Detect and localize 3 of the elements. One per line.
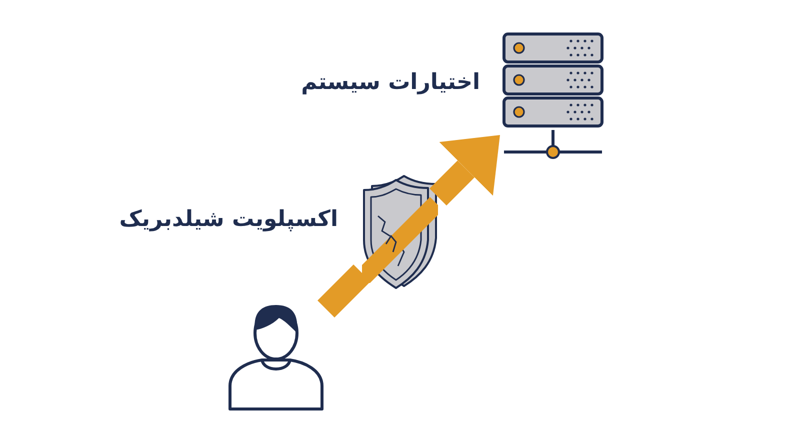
arrow	[430, 135, 500, 206]
label: اختیارات سیستم	[301, 70, 480, 96]
label: اکسپلویت شیلدبریک	[119, 207, 338, 233]
